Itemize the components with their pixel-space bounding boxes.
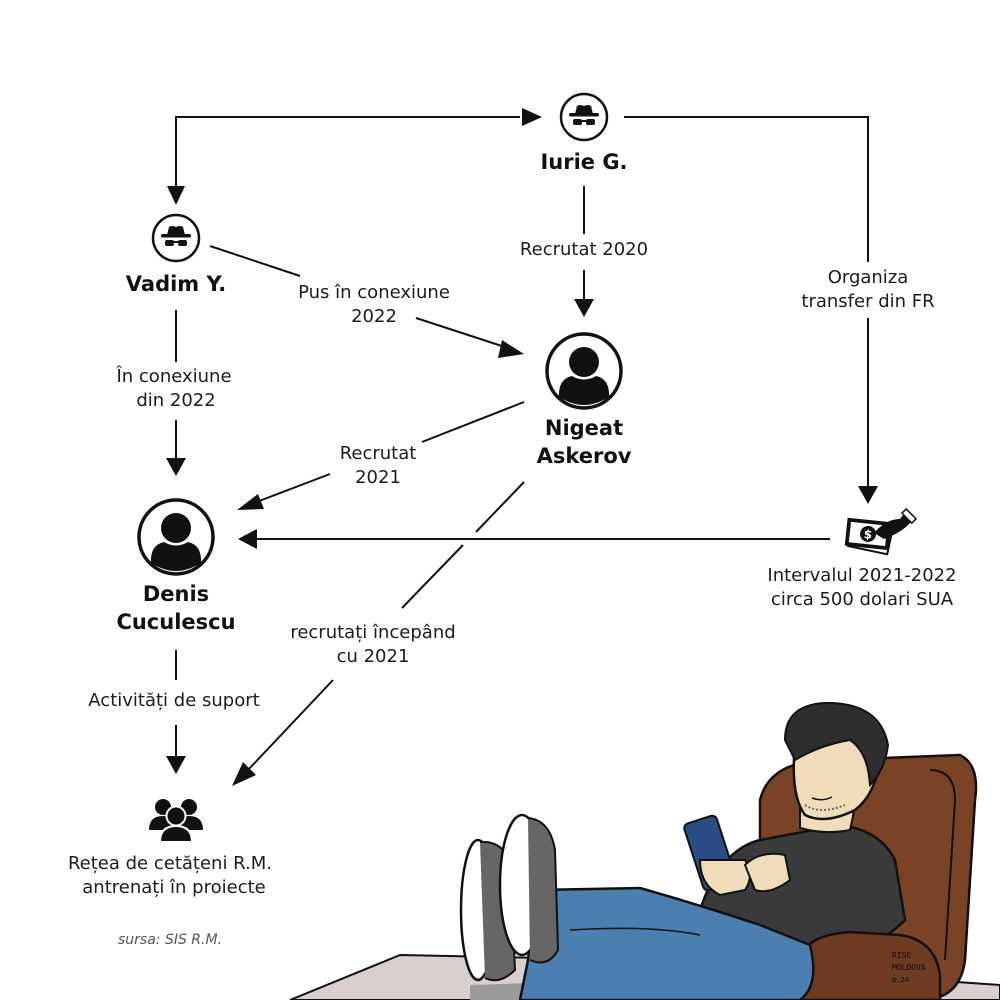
signature-line2: MOLDOVA: [892, 963, 926, 972]
money-label-line2: circa 500 dolari SUA: [770, 589, 954, 610]
edge-money-denis: [238, 529, 830, 549]
node-denis-name-line1: Denis: [142, 582, 210, 606]
user-icon: [137, 498, 215, 576]
money-hand-icon: $: [844, 507, 918, 556]
arrowhead: [574, 299, 594, 317]
edge-nigeat-network: [232, 481, 525, 786]
node-nigeat-name-line2: Askerov: [536, 444, 632, 468]
edge-label-iurie-money-line1: Organiza: [827, 267, 909, 288]
svg-text:$: $: [863, 527, 873, 542]
edge-label-denis-network: Activități de suport: [88, 690, 260, 711]
edge-vadim-iurie: [167, 108, 542, 205]
arrowhead: [166, 756, 186, 774]
arrowhead: [232, 762, 256, 786]
edge-iurie-money: [624, 116, 878, 504]
arrowhead: [166, 458, 186, 476]
signature-line1: RISE: [892, 951, 911, 960]
source-note: sursa: SIS R.M.: [117, 932, 223, 948]
group-icon: [149, 799, 203, 843]
spy-icon: [559, 92, 609, 142]
network-label-line1: Rețea de cetățeni R.M.: [67, 853, 273, 874]
edge-vadim-nigeat: [209, 245, 524, 358]
shoe: [459, 838, 517, 982]
spy-icon: [151, 213, 201, 263]
edge-iurie-nigeat: [574, 186, 594, 317]
edge-label-nigeat-network-line2: cu 2021: [336, 646, 410, 667]
edge-label-nigeat-denis-line1: Recrutat: [339, 443, 417, 464]
network-label-line2: antrenați în proiecte: [82, 877, 266, 898]
arrowhead: [238, 529, 257, 549]
arrowhead: [522, 108, 542, 126]
money-label-line1: Intervalul 2021-2022: [767, 565, 957, 586]
arrowhead: [858, 486, 878, 504]
edge-label-vadim-nigeat-line1: Pus în conexiune: [298, 282, 450, 303]
edge-nigeat-denis: [237, 401, 525, 510]
illustration-man-with-phone: RISE MOLDOVA B.24: [289, 701, 1000, 1000]
arrowhead: [167, 186, 185, 205]
signature-line3: B.24: [892, 976, 909, 984]
edge-label-iurie-money-line2: transfer din FR: [801, 291, 935, 312]
edge-denis-network: [166, 650, 186, 774]
node-vadim-name: Vadim Y.: [125, 272, 227, 296]
edge-label-vadim-denis-line2: din 2022: [136, 390, 216, 411]
edge-label-iurie-nigeat: Recrutat 2020: [519, 239, 649, 260]
node-iurie-name: Iurie G.: [540, 150, 628, 174]
node-denis-name-line2: Cuculescu: [116, 610, 236, 634]
edge-label-vadim-denis-line1: În conexiune: [116, 366, 232, 387]
user-icon: [545, 332, 623, 410]
edge-label-vadim-nigeat-line2: 2022: [351, 306, 397, 327]
shoe: [498, 813, 560, 964]
arrowhead: [237, 494, 264, 510]
edge-label-nigeat-denis-line2: 2021: [355, 467, 401, 488]
edge-label-nigeat-network-line1: recrutați începând: [290, 622, 456, 643]
edge-vadim-denis: [166, 310, 186, 476]
node-nigeat-name-line1: Nigeat: [544, 416, 624, 440]
arrowhead: [498, 340, 524, 358]
